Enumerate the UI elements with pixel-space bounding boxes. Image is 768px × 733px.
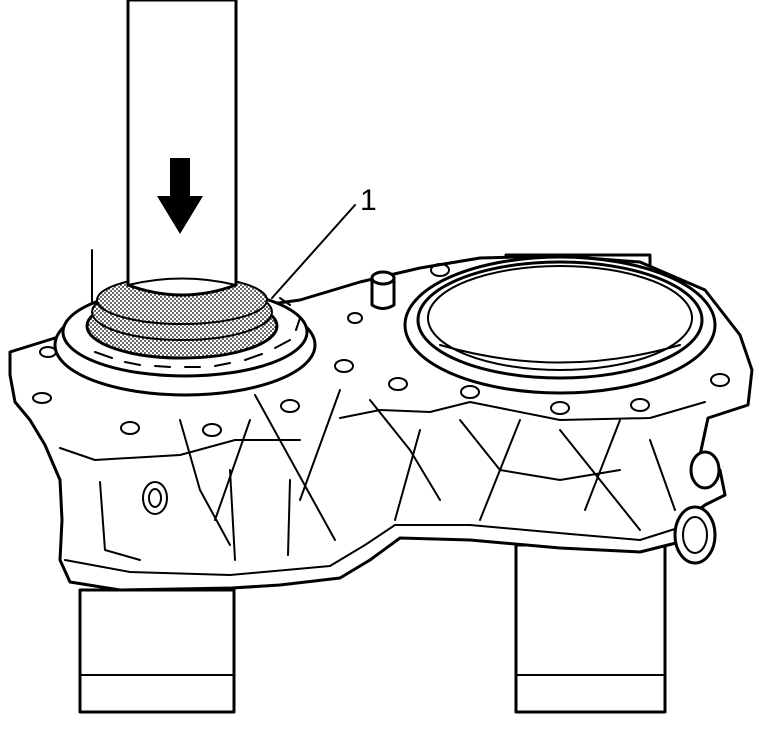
- callout-label: 1: [360, 184, 377, 217]
- right-bore: [403, 255, 717, 395]
- arrow-down-icon: [157, 158, 203, 234]
- seal-installer-tool: [126, 0, 238, 297]
- callout-1: 1: [271, 184, 377, 299]
